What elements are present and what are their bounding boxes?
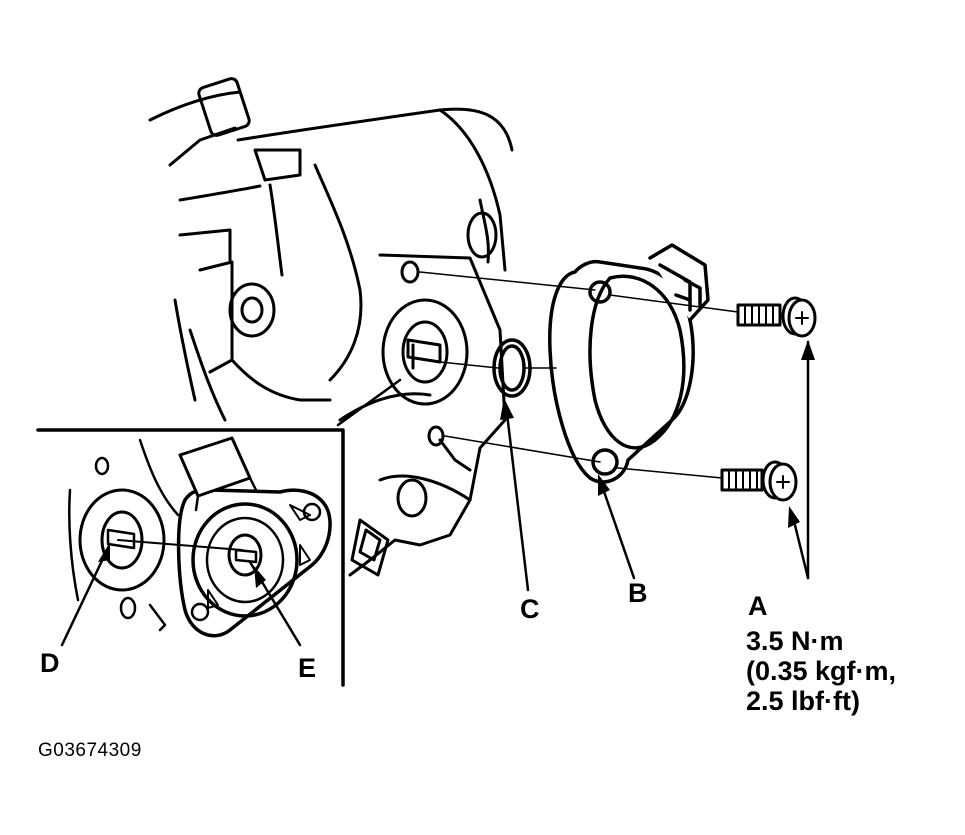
callout-e: E [298, 653, 317, 683]
arrowheads [500, 340, 815, 528]
sensor-bore [381, 298, 469, 406]
engine-housing [148, 77, 514, 422]
callout-d: D [40, 648, 60, 678]
callout-c: C [520, 594, 540, 624]
upper-bolt [736, 296, 817, 338]
callout-a: A [748, 591, 768, 621]
figure-id: G03674309 [38, 740, 142, 761]
lower-bolt [720, 460, 798, 502]
torque-spec: 3.5 N·m (0.35 kgf·m, 2.5 lbf·ft) [746, 626, 896, 716]
torque-kgfm: (0.35 kgf·m, [746, 656, 897, 686]
torque-lbfft: 2.5 lbf·ft) [746, 686, 860, 716]
mounting-bracket [348, 253, 507, 577]
bolts [720, 296, 817, 502]
leader-lines [504, 340, 810, 592]
detail-inset [36, 378, 402, 687]
alignment-lines [419, 271, 739, 479]
o-ring [492, 338, 532, 398]
torque-nm: 3.5 N·m [746, 626, 844, 656]
throttle-position-sensor [548, 243, 710, 484]
callout-b: B [628, 578, 648, 608]
